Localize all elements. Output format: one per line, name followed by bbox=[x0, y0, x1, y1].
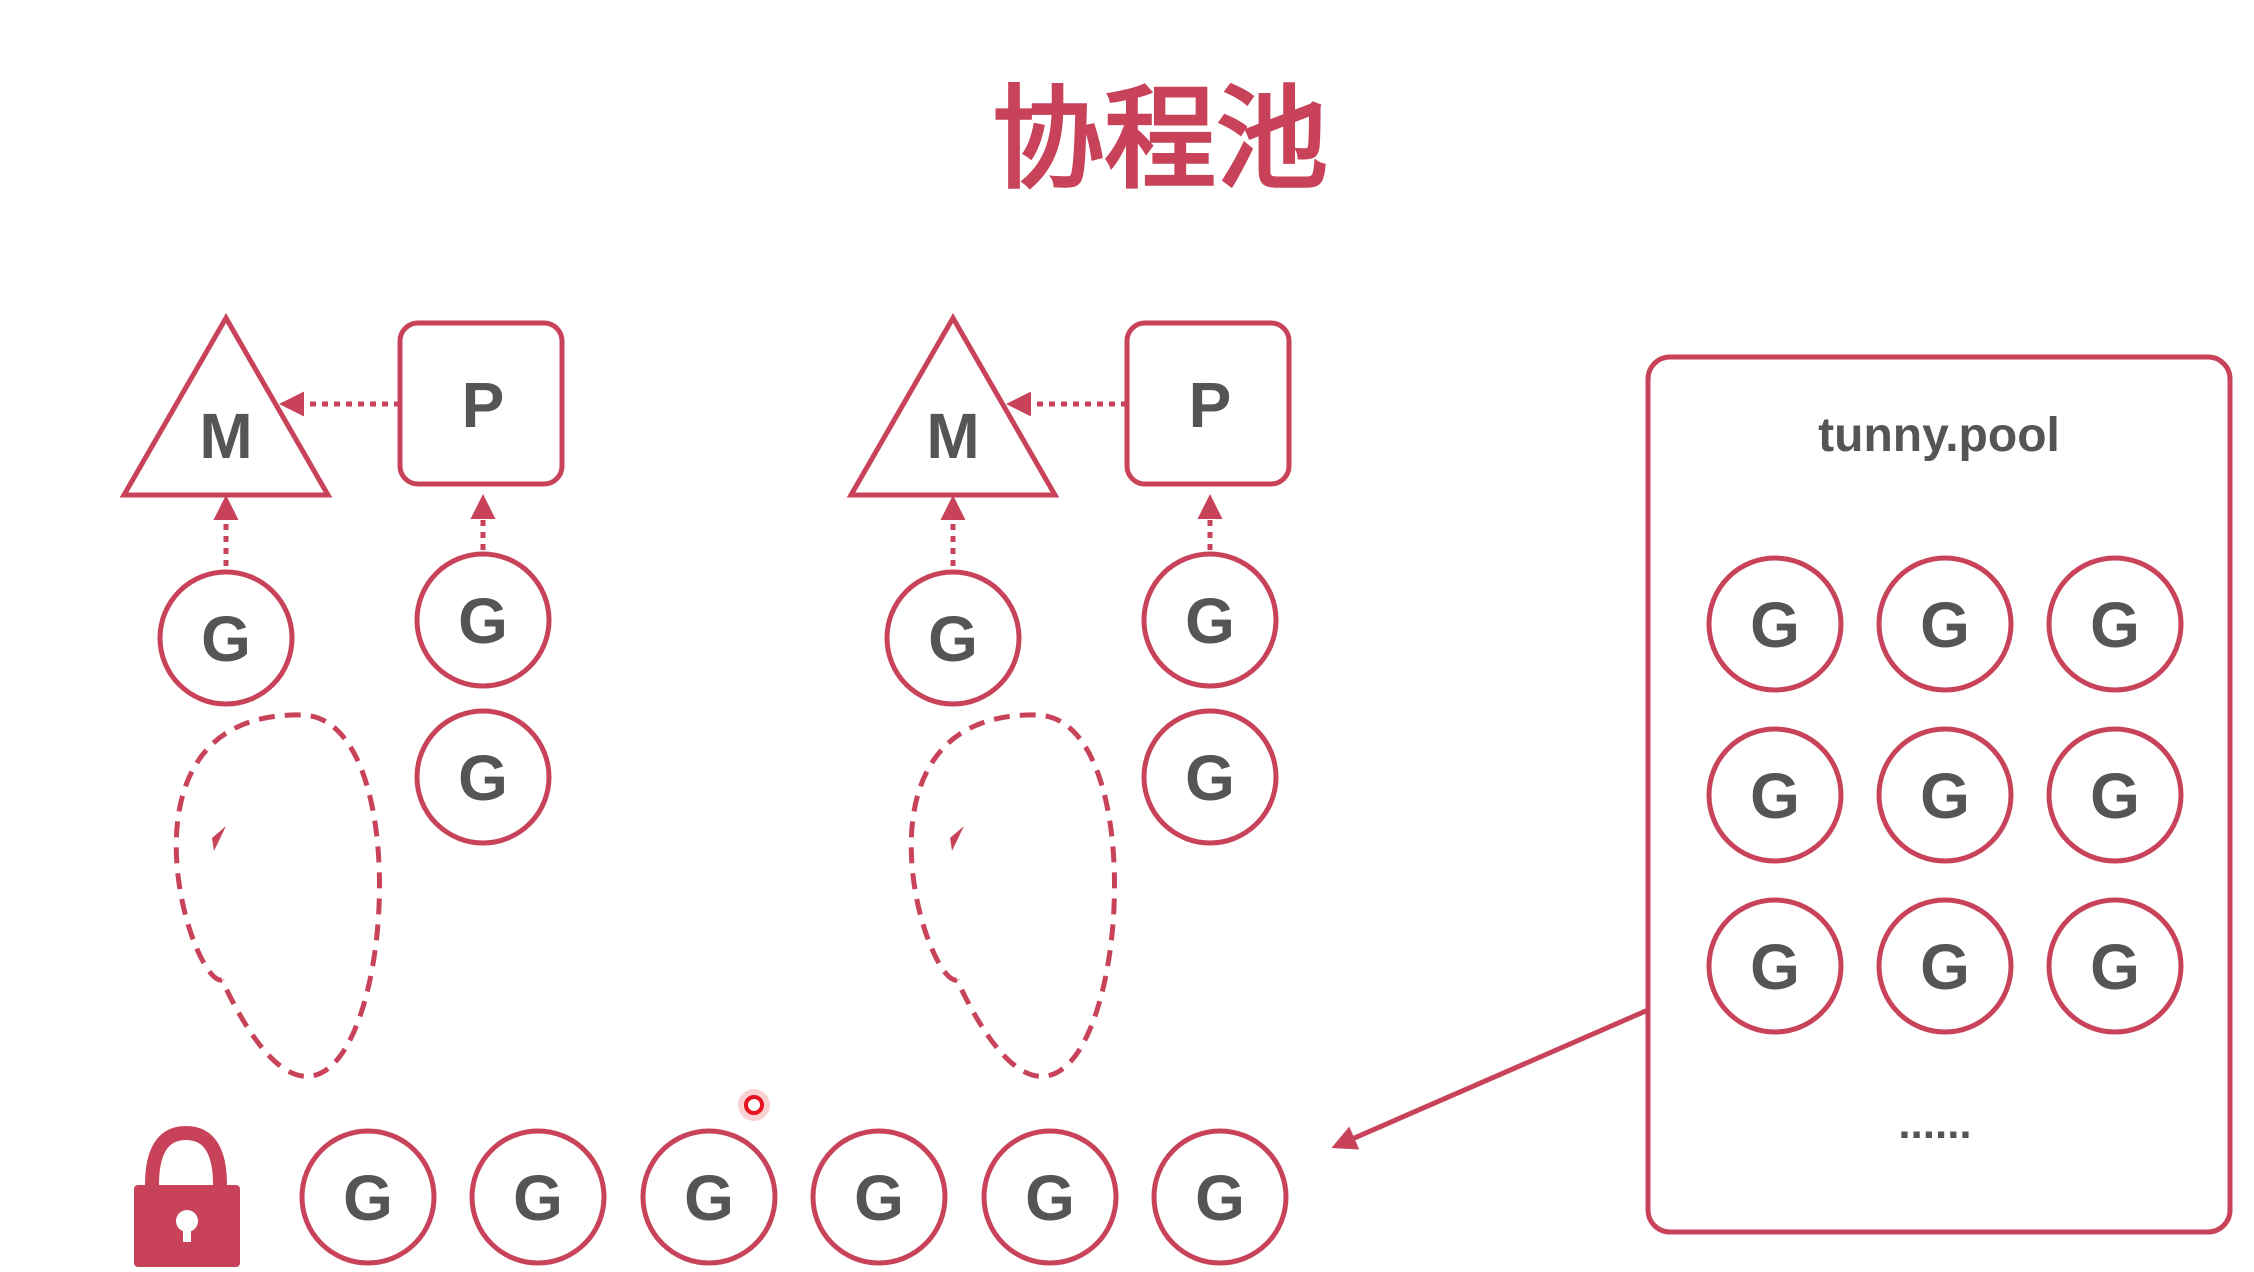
g-circle-queued-1 bbox=[414, 551, 552, 689]
g-label: G bbox=[513, 1162, 563, 1234]
mp-group-left bbox=[119, 312, 565, 1079]
p-label: P bbox=[1189, 369, 1232, 441]
g-label: G bbox=[928, 603, 978, 675]
g-label: G bbox=[1185, 585, 1235, 657]
g-circle-running bbox=[157, 569, 295, 707]
pool-g-circle bbox=[1876, 555, 2014, 693]
g-label: G bbox=[201, 603, 251, 675]
g-circle bbox=[981, 1128, 1119, 1266]
g-label: G bbox=[343, 1162, 393, 1234]
pool-g-circle bbox=[1706, 726, 1844, 864]
pool-more-ellipsis: ...... bbox=[1898, 1099, 1971, 1148]
pool-g-circle bbox=[1706, 555, 1844, 693]
g-label: G bbox=[2090, 760, 2140, 832]
g-label: G bbox=[684, 1162, 734, 1234]
g-label: G bbox=[1185, 742, 1235, 814]
pool-g-circle bbox=[2046, 897, 2184, 1035]
lock-icon bbox=[134, 1125, 240, 1267]
pool-to-queue-arrow bbox=[1331, 1007, 1649, 1150]
pool-grid bbox=[1706, 555, 2184, 1035]
loop-arrowhead bbox=[212, 826, 226, 851]
g-circle bbox=[1151, 1128, 1289, 1266]
p-label: P bbox=[462, 369, 505, 441]
g-label: G bbox=[1750, 589, 1800, 661]
laser-pointer-dot bbox=[738, 1089, 770, 1121]
g-circle bbox=[299, 1128, 437, 1266]
loop-arc bbox=[908, 712, 1117, 1079]
g-label: G bbox=[1750, 760, 1800, 832]
g-label: G bbox=[1750, 931, 1800, 1003]
g-circle bbox=[469, 1128, 607, 1266]
g-label: G bbox=[1195, 1162, 1245, 1234]
g-label: G bbox=[854, 1162, 904, 1234]
m-label: M bbox=[926, 400, 979, 472]
g-label: G bbox=[1920, 931, 1970, 1003]
pool-g-circle bbox=[1706, 897, 1844, 1035]
g-label: G bbox=[1025, 1162, 1075, 1234]
pool-g-circle bbox=[1876, 897, 2014, 1035]
g-circle bbox=[640, 1128, 778, 1266]
pool-g-circle bbox=[2046, 555, 2184, 693]
pool-g-circle bbox=[1876, 726, 2014, 864]
g-label: G bbox=[458, 742, 508, 814]
g-circle-queued-2 bbox=[1141, 708, 1279, 846]
g-label: G bbox=[1920, 589, 1970, 661]
m-label: M bbox=[199, 400, 252, 472]
pool-title: tunny.pool bbox=[1818, 409, 2060, 462]
mp-group-right bbox=[846, 312, 1292, 1079]
g-circle-queued-1 bbox=[1141, 551, 1279, 689]
g-circle bbox=[810, 1128, 948, 1266]
g-circle-running bbox=[884, 569, 1022, 707]
g-label: G bbox=[2090, 931, 2140, 1003]
loop-arrowhead bbox=[950, 826, 964, 851]
loop-arrowhead bbox=[208, 810, 222, 836]
g-label: G bbox=[458, 585, 508, 657]
g-circle-queued-2 bbox=[414, 708, 552, 846]
loop-arc bbox=[173, 712, 382, 1079]
pool-g-circle bbox=[2046, 726, 2184, 864]
g-label: G bbox=[2090, 589, 2140, 661]
page-title: 协程池 bbox=[992, 75, 1328, 205]
g-label: G bbox=[1920, 760, 1970, 832]
global-queue bbox=[299, 1128, 1289, 1266]
